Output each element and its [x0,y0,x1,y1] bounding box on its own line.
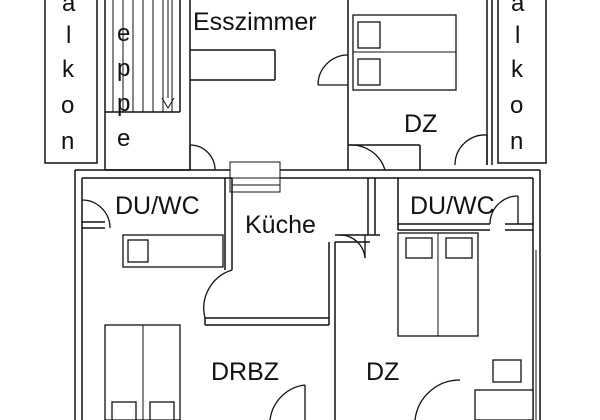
room-label-esszimmer: Esszimmer [193,8,317,36]
balcony-right [497,0,547,164]
double-bed-drbz [104,324,181,420]
treppe-letter: p [117,55,131,82]
room-label-kueche: Küche [245,211,316,239]
balkon-right-letter: n [510,128,524,155]
balkon-left-letter: n [61,128,75,155]
balkon-right-letter: l [515,22,521,49]
balkon-right-letter: o [510,92,524,119]
doors-upper [189,54,488,171]
bed-bottom-dz [474,359,534,420]
balkon-left-letter: o [61,92,75,119]
balkon-left-letter: l [66,22,72,49]
double-bed-right [397,232,479,337]
room-label-drbz: DRBZ [211,358,280,386]
doors-lower [81,195,519,420]
balcony-left [44,0,98,164]
bathtub [122,234,224,268]
treppe-letter: e [117,20,131,47]
balkon-right-letter: a [511,0,525,17]
room-label-dz-top: DZ [404,110,438,138]
room-label-dz-bottom: DZ [366,358,400,386]
staircase [104,0,181,113]
balkon-right-letter: k [511,56,523,83]
treppe-letter: e [117,125,131,152]
balkon-left-letter: k [62,56,74,83]
treppe-letter: p [117,90,131,117]
double-bed-top [352,14,457,91]
room-label-du-wc-left: DU/WC [115,192,200,220]
balkon-left-letter: a [62,0,76,17]
room-label-du-wc-right: DU/WC [410,192,495,220]
lower-walls [74,161,541,420]
